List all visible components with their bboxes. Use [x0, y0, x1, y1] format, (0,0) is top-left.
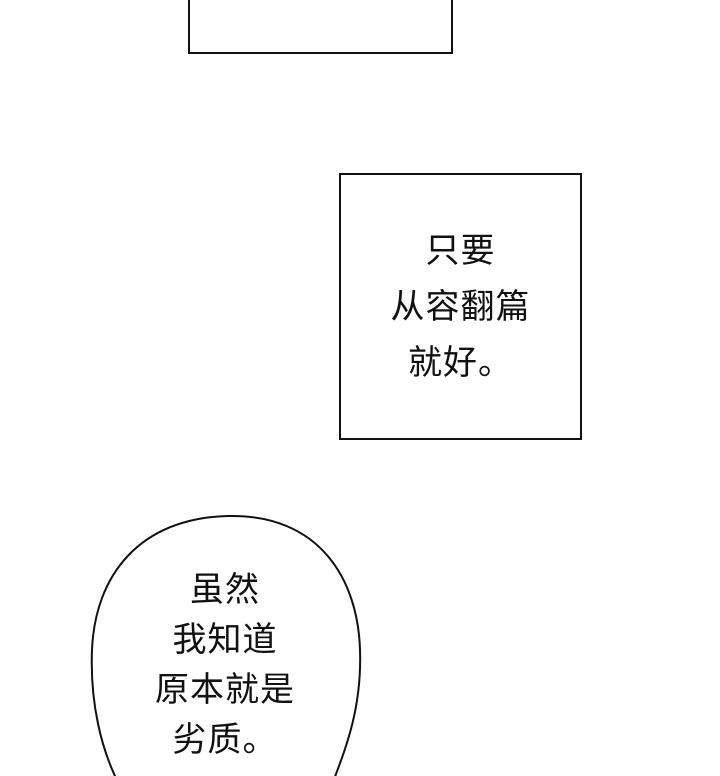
comic-panel-top: [188, 0, 453, 54]
bubble-line-3: 原本就是: [155, 670, 295, 710]
bubble-line-4: 劣质。: [172, 720, 278, 760]
speech-bubble-outline: [90, 514, 362, 776]
speech-bubble-text: 虽然 我知道 原本就是 劣质。: [120, 565, 330, 765]
bubble-line-2: 我知道: [172, 620, 278, 660]
narration-caption-box: 只要 从容翻篇 就好。: [339, 173, 582, 440]
caption-line-2: 从容翻篇: [390, 286, 531, 327]
caption-line-3: 就好。: [408, 342, 513, 383]
bubble-line-1: 虽然: [190, 570, 260, 610]
caption-line-1: 只要: [425, 230, 496, 271]
